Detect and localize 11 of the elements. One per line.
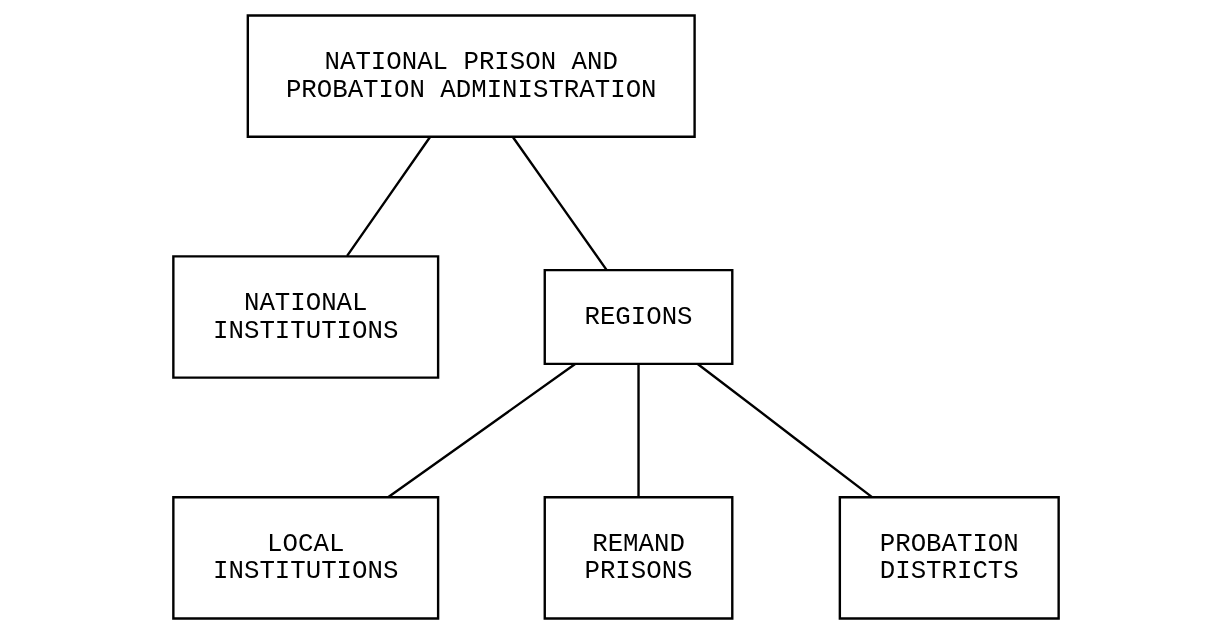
node-box: PROBATION DISTRICTS bbox=[838, 496, 1060, 620]
node-box: LOCAL INSTITUTIONS bbox=[172, 496, 440, 620]
connector bbox=[697, 363, 873, 499]
node-box: REMAND PRISONS bbox=[543, 496, 734, 620]
connector bbox=[512, 136, 608, 271]
node-box: NATIONAL PRISON AND PROBATION ADMINISTRATION bbox=[246, 14, 696, 138]
node-box: NATIONAL INSTITUTIONS bbox=[172, 255, 440, 379]
connector bbox=[387, 363, 576, 499]
connector bbox=[346, 136, 431, 257]
connector bbox=[637, 364, 640, 497]
node-box: REGIONS bbox=[543, 268, 734, 366]
